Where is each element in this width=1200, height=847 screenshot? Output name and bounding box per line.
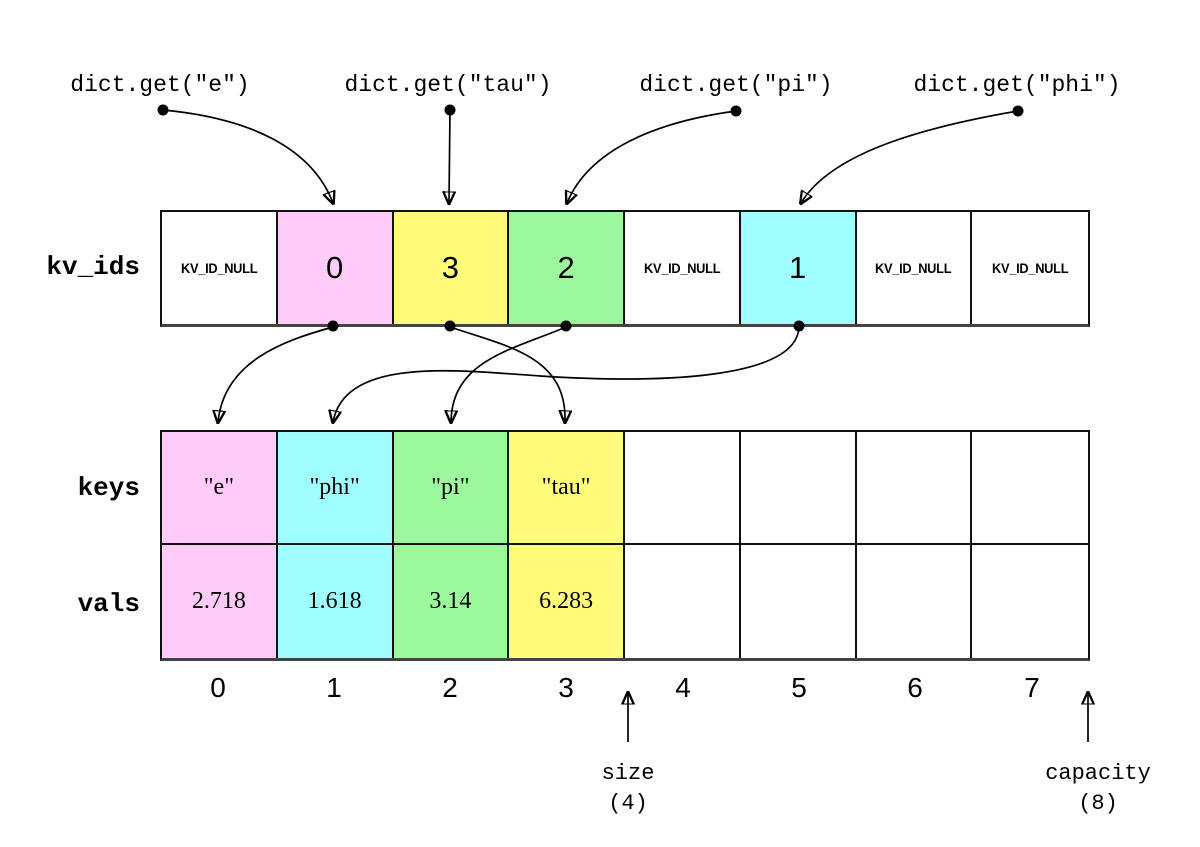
cell-value: "tau" xyxy=(541,474,591,500)
cell-value: 2.718 xyxy=(191,588,246,614)
index-label-3: 3 xyxy=(558,672,574,703)
cell-value: KV_ID_NULL xyxy=(180,260,258,276)
vals-cell-0: 2.718 xyxy=(162,545,278,658)
lookup-label-e: dict.get("e") xyxy=(70,72,250,98)
kv-ids-cell-6: KV_ID_NULL xyxy=(856,212,973,324)
keys-cell-7 xyxy=(972,432,1088,545)
cell-value: "e" xyxy=(203,474,234,500)
lookup-label-phi: dict.get("phi") xyxy=(913,72,1121,98)
kv-ids-row-label: kv_ids xyxy=(46,252,140,282)
lookup-label-pi: dict.get("pi") xyxy=(639,72,833,98)
size-label: size xyxy=(601,761,655,786)
lookup-dot-tau xyxy=(444,104,456,116)
vals-cell-1: 1.618 xyxy=(277,545,394,658)
slot-arrow-2-to-keys-2 xyxy=(451,326,567,422)
keys-row-label: keys xyxy=(77,473,140,503)
index-label-5: 5 xyxy=(791,672,807,703)
cell-value: 1 xyxy=(789,250,807,285)
vals-cell-2: 3.14 xyxy=(393,545,510,658)
lookup-dot-pi xyxy=(730,105,742,117)
cell-value: 2 xyxy=(557,250,575,285)
index-label-7: 7 xyxy=(1024,672,1040,703)
cell-value: KV_ID_NULL xyxy=(875,260,952,276)
lookup-arrow-tau xyxy=(449,109,450,203)
keys-cell-5 xyxy=(740,432,857,545)
slot-arrow-1-to-keys-1 xyxy=(333,326,800,422)
keys-vals-table: "e" "phi" "pi" "tau" 2.718 1.618 3.14 6.… xyxy=(160,430,1090,661)
slot-arrow-0-to-keys-0 xyxy=(218,326,334,422)
vals-cell-6 xyxy=(856,545,973,658)
lookup-arrow-phi xyxy=(801,110,1019,203)
vals-cell-3: 6.283 xyxy=(509,545,625,658)
index-label-2: 2 xyxy=(442,672,458,703)
kv-ids-cell-2: 3 xyxy=(393,212,510,324)
kv-ids-cell-4: KV_ID_NULL xyxy=(625,212,741,324)
keys-cell-1: "phi" xyxy=(277,432,394,545)
vals-cell-4 xyxy=(625,545,741,658)
vals-row-label: vals xyxy=(77,589,140,619)
keys-cell-0: "e" xyxy=(162,432,278,545)
capacity-label: capacity xyxy=(1045,761,1151,786)
keys-cell-3: "tau" xyxy=(509,432,625,545)
index-label-4: 4 xyxy=(675,672,691,703)
keys-cell-4 xyxy=(625,432,741,545)
kv-ids-cell-1: 0 xyxy=(277,212,394,324)
lookup-dot-phi xyxy=(1012,105,1024,117)
vals-cell-7 xyxy=(972,545,1088,658)
kv-ids-table: KV_ID_NULL 0 3 2 KV_ID_NULL 1 KV_ID_NULL… xyxy=(160,210,1090,327)
cell-value: "pi" xyxy=(431,474,470,500)
cell-value: 1.618 xyxy=(307,588,362,614)
index-label-1: 1 xyxy=(326,672,342,703)
keys-cell-2: "pi" xyxy=(393,432,510,545)
lookup-dot-e xyxy=(157,104,169,116)
cell-value: "phi" xyxy=(309,474,360,500)
cell-value: 3.14 xyxy=(429,588,472,614)
kv-ids-cell-3: 2 xyxy=(509,212,625,324)
lookup-arrow-pi xyxy=(567,110,737,203)
capacity-value: (8) xyxy=(1078,791,1118,816)
cell-value: 3 xyxy=(441,250,459,285)
cell-value: KV_ID_NULL xyxy=(991,260,1069,276)
cell-value: KV_ID_NULL xyxy=(643,260,721,276)
index-label-0: 0 xyxy=(210,672,226,703)
lookup-arrow-e xyxy=(162,109,333,203)
slot-arrow-3-to-keys-3 xyxy=(449,326,565,422)
kv-ids-cell-0: KV_ID_NULL xyxy=(162,212,278,324)
kv-ids-cell-7: KV_ID_NULL xyxy=(972,212,1088,324)
vals-cell-5 xyxy=(740,545,857,658)
index-label-6: 6 xyxy=(907,672,923,703)
kv-ids-cell-5: 1 xyxy=(740,212,857,324)
cell-value: 0 xyxy=(326,250,344,285)
size-value: (4) xyxy=(608,791,648,816)
keys-cell-6 xyxy=(856,432,973,545)
cell-value: 6.283 xyxy=(539,588,594,614)
lookup-label-tau: dict.get("tau") xyxy=(344,72,552,98)
